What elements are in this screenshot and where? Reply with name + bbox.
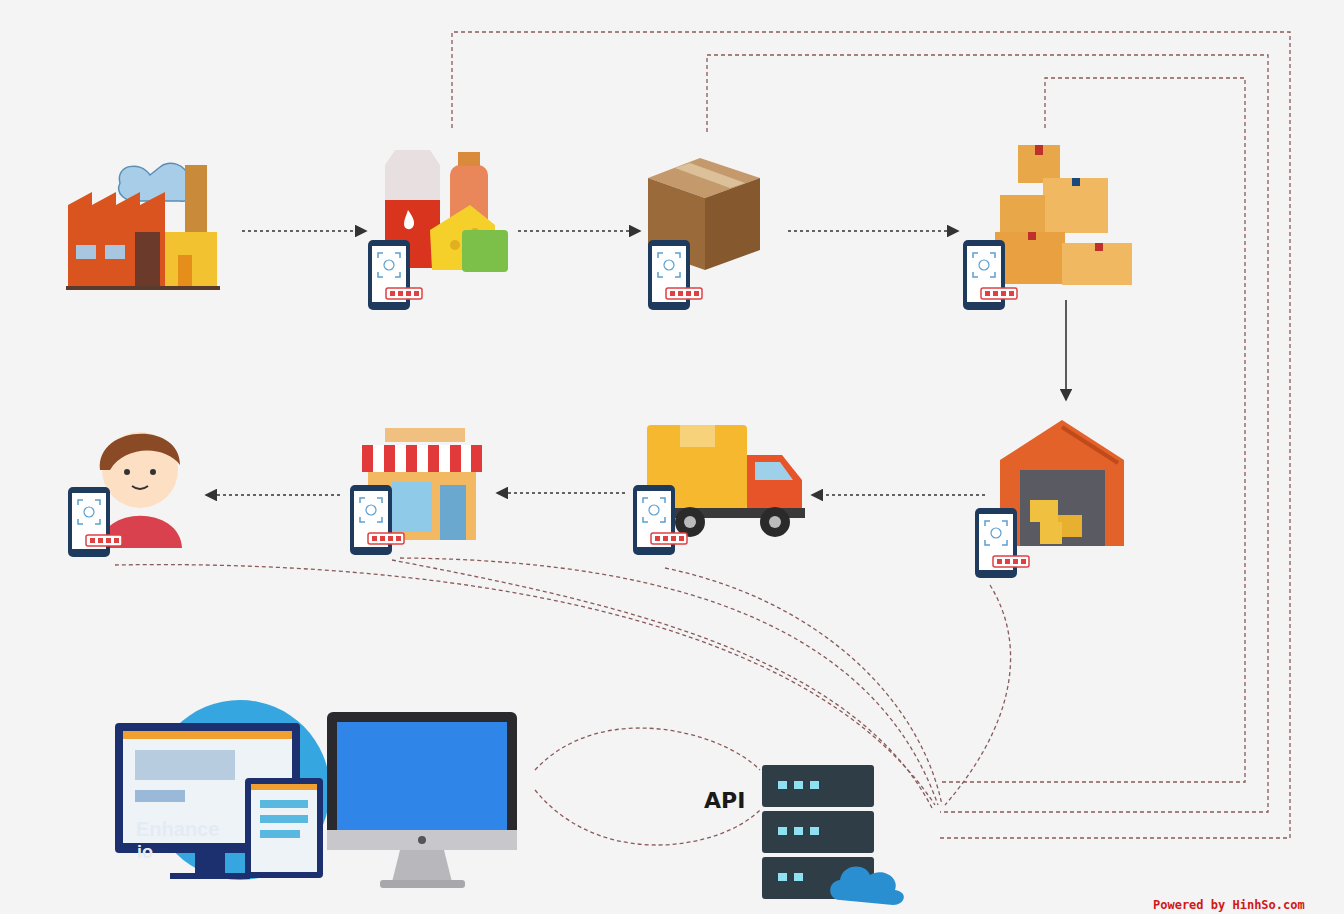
phone-part xyxy=(360,498,382,522)
factory-icon xyxy=(66,163,220,290)
server-icon xyxy=(762,765,904,905)
phone-part xyxy=(414,291,419,296)
phone-part xyxy=(658,253,680,277)
phone-part xyxy=(86,535,122,546)
computer-icon xyxy=(115,700,517,888)
phone-part xyxy=(380,536,385,541)
phone-part xyxy=(678,291,683,296)
phone-part xyxy=(114,538,119,543)
phone-part xyxy=(643,498,665,522)
phone-part xyxy=(84,507,94,517)
warehouse-icon xyxy=(1000,420,1124,546)
phone-part xyxy=(985,521,1007,545)
customer-icon xyxy=(100,432,182,548)
phone-part xyxy=(651,533,687,544)
phone-part xyxy=(655,536,660,541)
phone-part xyxy=(386,288,422,299)
watermark: Enhance xyxy=(136,818,219,841)
api-label: API xyxy=(704,788,745,813)
phone-part xyxy=(973,253,995,277)
credit-text: Powered by HinhSo.com xyxy=(1153,898,1305,912)
watermark: io xyxy=(137,842,153,863)
phone-part xyxy=(686,291,691,296)
phone-part xyxy=(663,536,668,541)
phone-part xyxy=(1021,559,1026,564)
phone-part xyxy=(981,288,1017,299)
phone-part xyxy=(679,536,684,541)
phone-part xyxy=(694,291,699,296)
phone-part xyxy=(670,291,675,296)
phone-part xyxy=(378,253,400,277)
phone-part xyxy=(384,260,394,270)
phone-part xyxy=(666,288,702,299)
phone-part xyxy=(993,291,998,296)
phone-part xyxy=(979,260,989,270)
phone-part xyxy=(366,505,376,515)
phone-part xyxy=(997,559,1002,564)
phone-part xyxy=(368,533,404,544)
phone-part xyxy=(985,291,990,296)
phone-part xyxy=(388,536,393,541)
phone-part xyxy=(106,538,111,543)
phone-part xyxy=(390,291,395,296)
phone-part xyxy=(1001,291,1006,296)
boxes-icon xyxy=(995,145,1132,285)
phone-part xyxy=(396,536,401,541)
phone-part xyxy=(993,556,1029,567)
phone-part xyxy=(78,500,100,524)
phone-part xyxy=(398,291,403,296)
flow-arrow xyxy=(206,231,1066,495)
phone-part xyxy=(372,536,377,541)
phone-part xyxy=(671,536,676,541)
phone-part xyxy=(90,538,95,543)
phone-part xyxy=(1005,559,1010,564)
phone-part xyxy=(406,291,411,296)
phone-part xyxy=(991,528,1001,538)
phone-part xyxy=(1009,291,1014,296)
phone-part xyxy=(649,505,659,515)
phone-part xyxy=(1013,559,1018,564)
phone-part xyxy=(98,538,103,543)
phone-part xyxy=(664,260,674,270)
phone-icons xyxy=(68,240,1029,578)
